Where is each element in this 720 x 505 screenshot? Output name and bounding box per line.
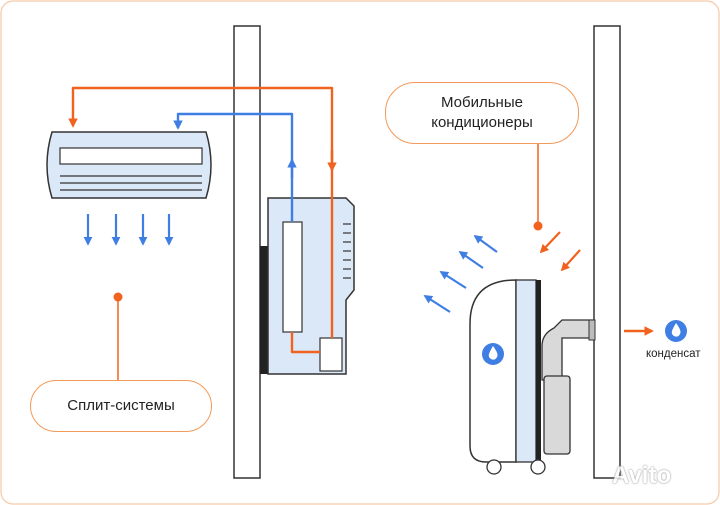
indoor-split-unit <box>46 131 212 199</box>
cold-air-arrows <box>83 214 174 246</box>
condensate-outlet <box>624 320 687 342</box>
mobile-callout-pointer <box>533 144 543 231</box>
outdoor-split-unit <box>260 197 355 375</box>
mobile-ac-label-line2: кондиционеры <box>431 114 533 131</box>
water-drop-icon <box>482 343 504 365</box>
mobile-ac-callout: Мобильные кондиционеры <box>385 82 579 144</box>
condensate-label: конденсат <box>646 348 701 360</box>
mobile-ac-label: Мобильные кондиционеры <box>431 93 533 134</box>
split-systems-label: Сплит-системы <box>67 396 175 414</box>
mobile-ac-label-line1: Мобильные <box>441 93 523 111</box>
split-systems-callout: Сплит-системы <box>30 380 212 432</box>
warm-air-intake-arrows <box>539 231 581 272</box>
mobile-ac-unit <box>469 279 596 475</box>
cool-air-outflow-arrows <box>423 234 498 313</box>
split-callout-pointer <box>113 292 123 380</box>
right-wall <box>593 25 621 479</box>
refrigerant-lines <box>68 86 337 354</box>
left-wall <box>233 25 261 479</box>
avito-watermark: Avito <box>612 462 672 489</box>
